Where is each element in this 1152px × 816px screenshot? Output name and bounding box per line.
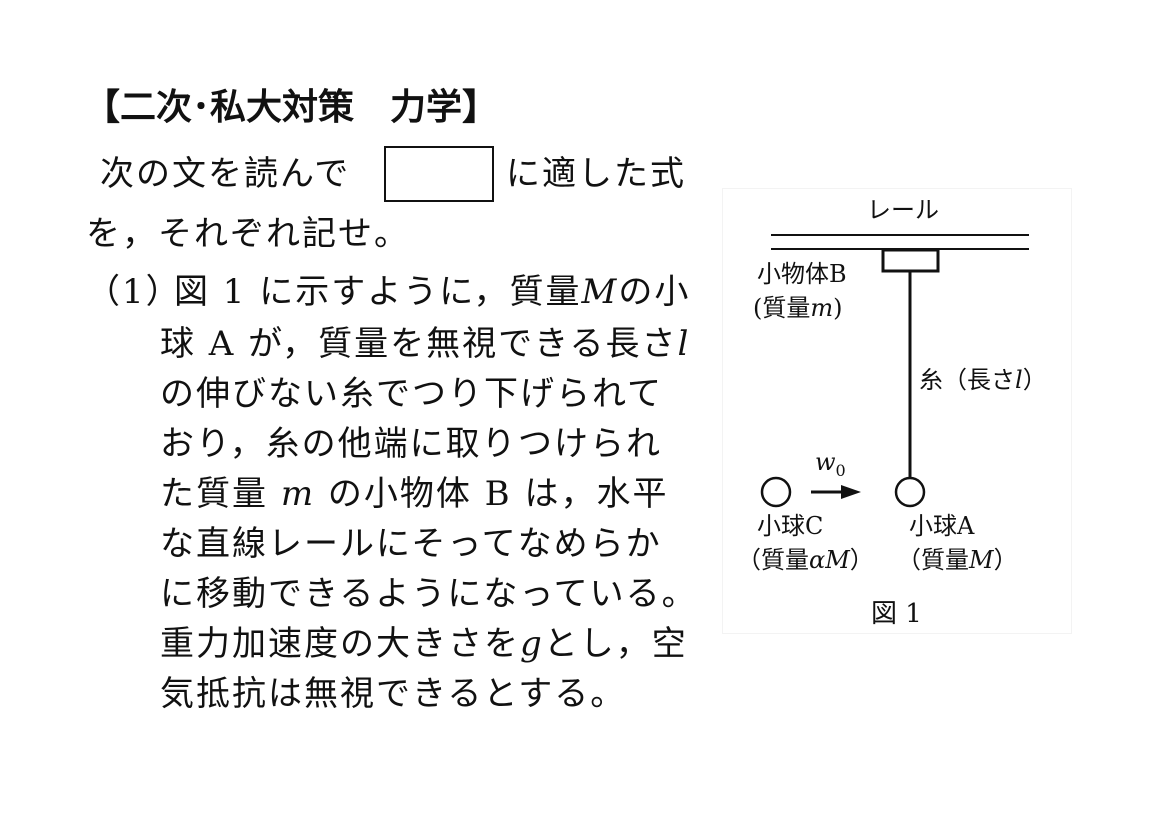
text: とし，空	[543, 624, 688, 664]
math-var-M: M	[969, 546, 994, 574]
intro-text-after-box: に適した式	[506, 154, 686, 194]
problem-line-4: おり，糸の他端に取りつけられ	[160, 424, 662, 464]
text: (質量	[753, 294, 811, 322]
math-var-m: m	[280, 474, 316, 514]
ball-a-circle	[894, 476, 926, 508]
text: 球 A が，質量を無視できる長さ	[160, 324, 678, 364]
ball-c-name: 小球C	[757, 512, 824, 540]
text: （質量	[737, 546, 809, 574]
block-b-name: 小物体B	[757, 260, 847, 288]
rail-label: レール	[867, 196, 939, 224]
text: 図 1 に示すように，質量	[174, 272, 582, 312]
section-heading: 【二次･私大対策 力学】	[84, 87, 499, 128]
text: 重力加速度の大きさを	[160, 624, 520, 664]
math-var-g: g	[520, 624, 544, 664]
velocity-subscript: 0	[835, 460, 846, 480]
block-b-rect	[881, 248, 940, 273]
math-var-M: M	[581, 272, 619, 312]
problem-line-8: 重力加速度の大きさをgとし，空	[160, 622, 688, 666]
answer-blank-box	[384, 146, 494, 202]
figure-caption: 図 1	[871, 599, 922, 629]
intro-line-1-continued: に適した式	[506, 152, 686, 196]
ball-c-circle	[760, 476, 792, 508]
figure-1: レール 小物体B (質量m) 糸（長さl） w0 小球C （質量αM） 小球A …	[722, 188, 1072, 634]
text: ）	[1022, 366, 1047, 394]
problem-line-6: な直線レールにそってなめらか	[160, 524, 662, 564]
text: た質量	[160, 474, 268, 514]
text: ）	[993, 546, 1018, 574]
intro-line-2: を，それぞれ記せ。	[86, 214, 410, 254]
intro-line-1: 次の文を読んで	[100, 152, 350, 196]
problem-line-7: に移動できるようになっている。	[160, 574, 698, 614]
ball-c-mass: （質量αM）	[737, 545, 874, 575]
math-var-l: l	[677, 324, 691, 364]
text: )	[833, 294, 843, 322]
intro-text-before-box: 次の文を読んで	[100, 154, 351, 194]
text: 糸（長さ	[919, 366, 1015, 394]
text: ）	[849, 546, 874, 574]
math-var-alpha-M: αM	[809, 546, 850, 574]
velocity-label: w0	[815, 447, 846, 486]
problem-line-2: 球 A が，質量を無視できる長さl	[160, 322, 690, 366]
problem-line-5: た質量 m の小物体 B は，水平	[160, 472, 668, 516]
math-var-w: w	[815, 448, 836, 476]
problem-line-1: 図 1 に示すように，質量Mの小	[174, 270, 690, 314]
math-var-l: l	[1015, 366, 1023, 394]
problem-number: （1）	[86, 272, 182, 312]
ball-a-mass: （質量M）	[897, 545, 1018, 575]
velocity-arrow-head	[841, 485, 861, 499]
text: （質量	[897, 546, 969, 574]
problem-line-9: 気抵抗は無視できるとする。	[160, 674, 627, 714]
math-var-m: m	[810, 294, 834, 322]
ball-a-name: 小球A	[909, 512, 975, 540]
string-label: 糸（長さl）	[919, 365, 1047, 395]
text: の小	[618, 272, 691, 312]
block-b-mass: (質量m)	[753, 293, 843, 323]
figure-diagram	[760, 234, 1029, 508]
text: の小物体 B は，水平	[327, 474, 669, 514]
problem-line-3: の伸びない糸でつり下げられて	[160, 374, 663, 414]
